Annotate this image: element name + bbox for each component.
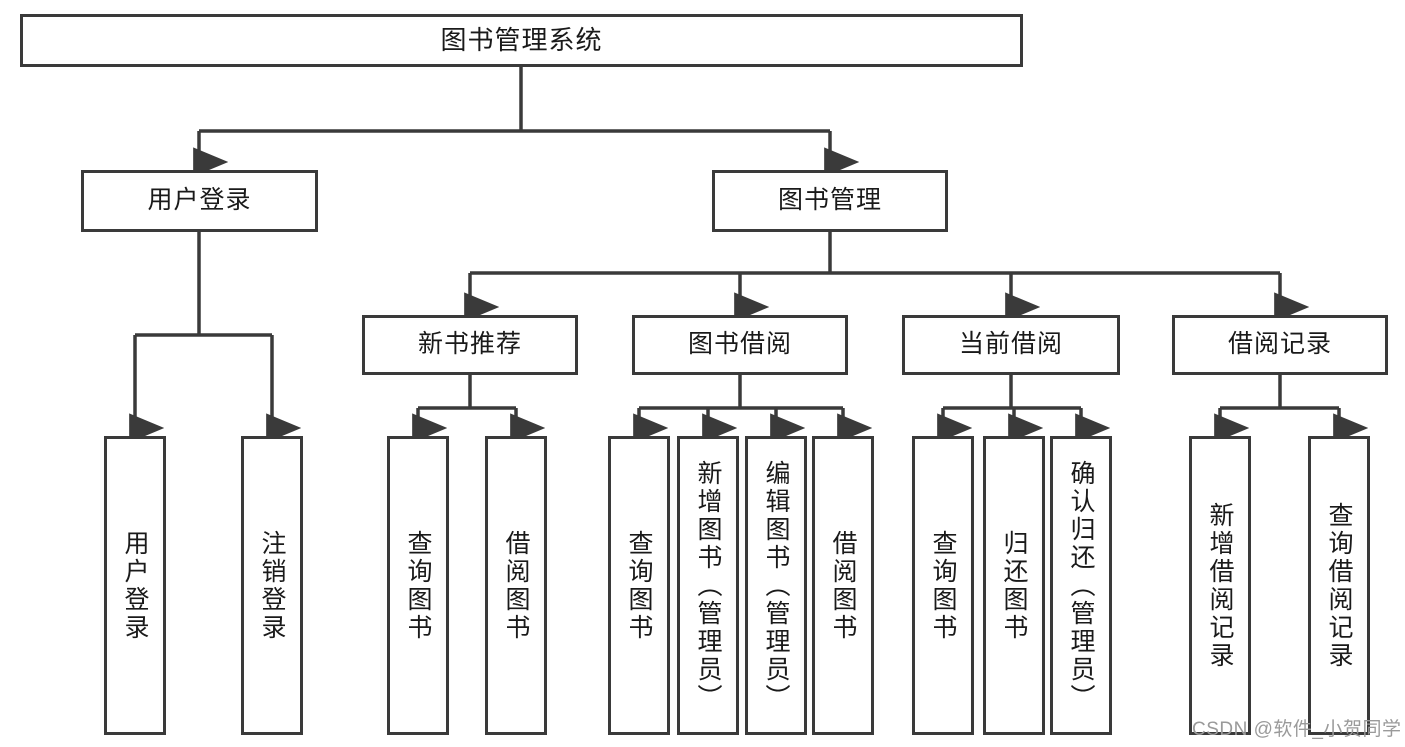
node-current-borrow-label: 当前借阅 <box>958 330 1063 359</box>
node-user-login[interactable]: 用户登录 <box>81 170 318 232</box>
leaf-label: 新增图书（管理员） <box>694 459 722 712</box>
leaf-node[interactable]: 归还图书 <box>983 436 1045 735</box>
node-book-management[interactable]: 图书管理 <box>712 170 948 232</box>
leaf-node[interactable]: 查询借阅记录 <box>1308 436 1370 735</box>
leaf-label: 归还图书 <box>1000 529 1028 642</box>
leaf-node[interactable]: 查询图书 <box>608 436 670 735</box>
node-root-label: 图书管理系统 <box>440 25 603 56</box>
csdn-watermark: CSDN @软件_小贺同学 <box>1192 719 1402 740</box>
leaf-node[interactable]: 借阅图书 <box>485 436 547 735</box>
leaf-label: 确认归还（管理员） <box>1067 459 1095 712</box>
node-new-book-recommend[interactable]: 新书推荐 <box>362 315 578 375</box>
node-borrow-record-label: 借阅记录 <box>1227 330 1332 359</box>
leaf-label: 编辑图书（管理员） <box>762 459 790 712</box>
leaf-node[interactable]: 用户登录 <box>104 436 166 735</box>
leaf-label: 查询图书 <box>625 529 653 642</box>
node-book-management-label: 图书管理 <box>777 186 882 215</box>
node-root-system[interactable]: 图书管理系统 <box>20 14 1023 67</box>
leaf-node[interactable]: 确认归还（管理员） <box>1050 436 1112 735</box>
leaf-label: 查询图书 <box>929 529 957 642</box>
leaf-label: 借阅图书 <box>502 529 530 642</box>
leaf-node[interactable]: 注销登录 <box>241 436 303 735</box>
leaf-node[interactable]: 查询图书 <box>912 436 974 735</box>
node-new-book-recommend-label: 新书推荐 <box>417 330 522 359</box>
leaf-node[interactable]: 编辑图书（管理员） <box>745 436 807 735</box>
leaf-label: 新增借阅记录 <box>1206 501 1234 670</box>
leaf-node[interactable]: 新增借阅记录 <box>1189 436 1251 735</box>
node-user-login-label: 用户登录 <box>147 186 252 215</box>
leaf-node[interactable]: 查询图书 <box>387 436 449 735</box>
leaf-label: 查询借阅记录 <box>1325 501 1353 670</box>
leaf-node[interactable]: 借阅图书 <box>812 436 874 735</box>
node-borrow-record[interactable]: 借阅记录 <box>1172 315 1388 375</box>
node-book-borrow[interactable]: 图书借阅 <box>632 315 848 375</box>
leaf-label: 注销登录 <box>258 529 286 642</box>
leaf-node[interactable]: 新增图书（管理员） <box>677 436 739 735</box>
leaf-label: 借阅图书 <box>829 529 857 642</box>
leaf-label: 用户登录 <box>121 529 149 642</box>
node-current-borrow[interactable]: 当前借阅 <box>902 315 1120 375</box>
node-book-borrow-label: 图书借阅 <box>687 330 792 359</box>
leaf-label: 查询图书 <box>404 529 432 642</box>
